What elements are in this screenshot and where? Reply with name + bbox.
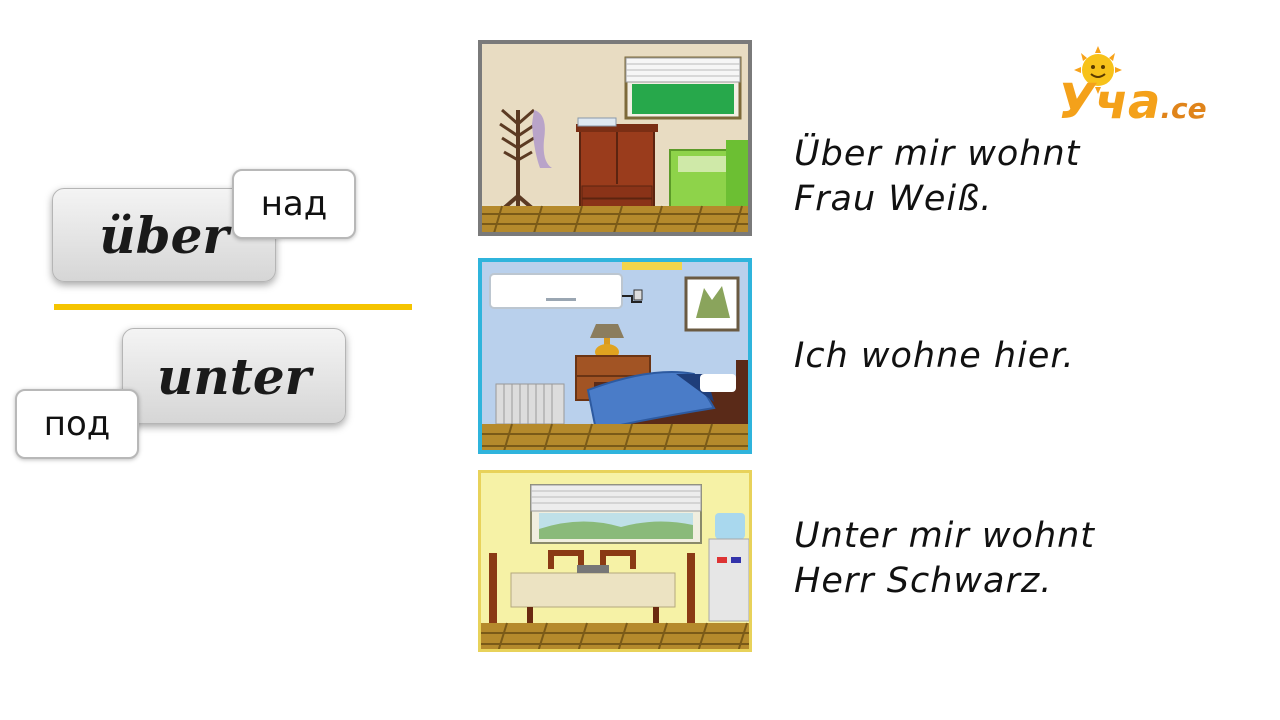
sun-mascot-icon — [1074, 46, 1122, 94]
ucha-logo: Уча.ce — [1052, 40, 1242, 140]
scene-my-room-image — [478, 258, 752, 454]
translation-nad-tag: над — [232, 169, 356, 239]
caption-above-line1: Über mir wohnt — [794, 134, 1081, 174]
caption-above-line2: Frau Weiß. — [794, 179, 993, 219]
scene-downstairs-image — [478, 470, 752, 652]
word-uber-label: über — [99, 205, 229, 265]
scene-upstairs-image — [478, 40, 752, 236]
caption-here-line1: Ich wohne hier. — [794, 336, 1075, 376]
word-unter-button[interactable]: unter — [122, 328, 346, 424]
translation-pod-tag: под — [15, 389, 139, 459]
translation-pod-label: под — [43, 404, 111, 444]
logo-main-text: Уча — [1058, 74, 1161, 130]
translation-nad-label: над — [260, 184, 328, 224]
caption-below-line2: Herr Schwarz. — [794, 561, 1053, 601]
caption-below-line1: Unter mir wohnt — [794, 516, 1096, 556]
logo-suffix-text: .ce — [1160, 92, 1207, 125]
divider-line — [54, 304, 412, 310]
caption-here: Ich wohne hier. — [794, 334, 1075, 379]
caption-above: Über mir wohnt Frau Weiß. — [794, 132, 1080, 222]
caption-below: Unter mir wohnt Herr Schwarz. — [794, 514, 1095, 604]
word-unter-label: unter — [157, 346, 311, 406]
